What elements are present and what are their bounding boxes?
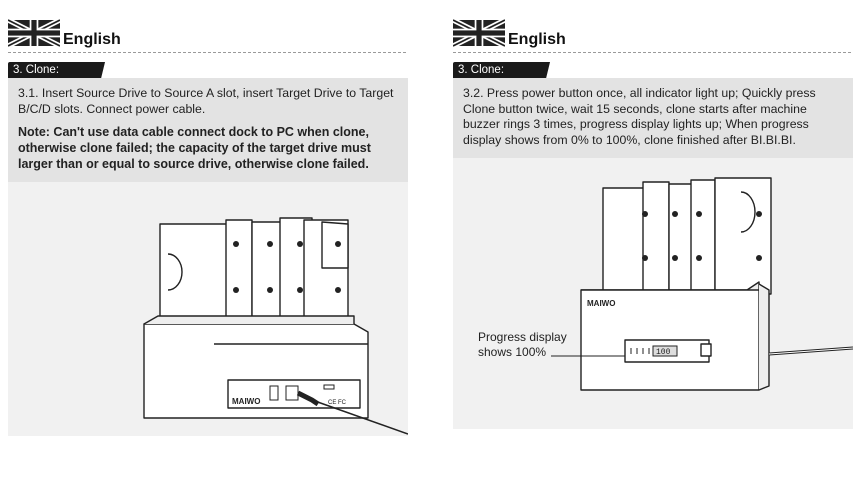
brand-logo: MAIWO [232, 397, 260, 406]
right-panel: English 3. Clone: 3.2. Press power butto… [453, 14, 853, 429]
left-panel: English 3. Clone: 3.1. Insert Source Dri… [8, 14, 408, 436]
section-tag: 3. Clone: [8, 62, 106, 78]
brand-logo: MAIWO [587, 299, 615, 308]
dock-illustration-box: 100 MAIWO Progress display shows 100% [453, 158, 853, 429]
instruction-text: 3.1. Insert Source Drive to Source A slo… [18, 86, 394, 116]
instruction-text: 3.2. Press power button once, all indica… [463, 86, 816, 147]
language-label: English [508, 31, 566, 48]
port-label: CE FC [328, 400, 347, 406]
language-header: English [8, 14, 408, 48]
dock-illustration: 100 MAIWO Progress display shows 100% [478, 177, 853, 391]
progress-display-value: 100 [656, 348, 671, 357]
section-tag: 3. Clone: [453, 62, 551, 78]
note-text: Note: Can't use data cable connect dock … [18, 125, 371, 171]
dock-illustration-box: MAIWO CE FC [8, 182, 408, 436]
divider [8, 52, 406, 53]
instruction-box: 3.1. Insert Source Drive to Source A slo… [8, 78, 408, 182]
dock-illustration: MAIWO CE FC [143, 217, 408, 435]
language-label: English [63, 31, 121, 48]
instruction-box: 3.2. Press power button once, all indica… [453, 78, 853, 158]
language-header: English [453, 14, 853, 48]
uk-flag-icon [8, 18, 60, 48]
callout-line-1: Progress display [478, 330, 567, 344]
uk-flag-icon [453, 18, 505, 48]
divider [453, 52, 851, 53]
callout-line-2: shows 100% [478, 345, 546, 359]
